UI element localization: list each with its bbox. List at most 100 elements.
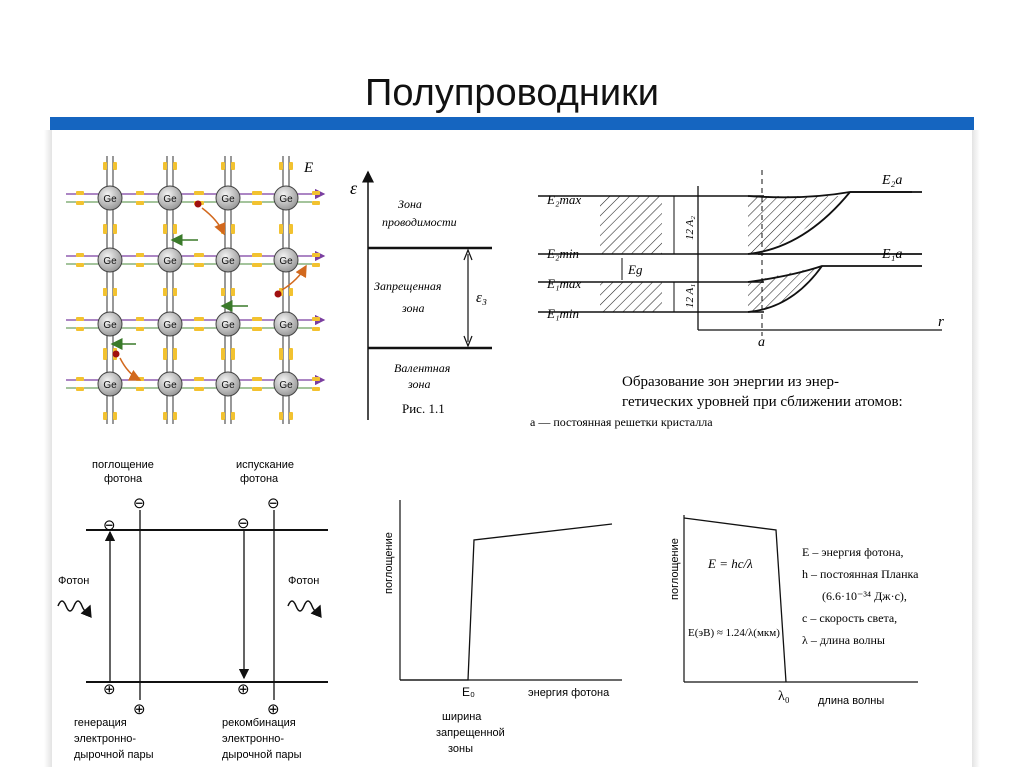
valence-electron <box>76 327 84 331</box>
valence-electron <box>312 191 320 195</box>
valence-electron <box>76 263 84 267</box>
valence-electron <box>136 327 144 331</box>
valence-electron <box>173 412 177 420</box>
valence-electron <box>252 263 260 267</box>
levels-caption-1: Образование зон энергии из энер- <box>622 374 839 390</box>
valence-electron <box>103 412 107 420</box>
ge-atom-label: Ge <box>163 320 177 331</box>
ge-atom <box>273 247 299 273</box>
ge-atom-label: Ge <box>221 194 235 205</box>
plot2-curve <box>683 517 787 683</box>
ge-atom <box>97 371 123 397</box>
energy-axis-label: ε <box>350 178 358 198</box>
photon-right-wave-icon <box>287 600 322 618</box>
ge-atom-label: Ge <box>163 380 177 391</box>
photon-right-label: Фотон <box>288 575 319 587</box>
hole-1: ⊕ <box>103 681 116 698</box>
valence-electron <box>136 317 144 321</box>
label-width-lower: 12 A₁ <box>684 284 696 308</box>
ge-atom <box>97 185 123 211</box>
generation-label-3: дырочной пары <box>74 749 154 761</box>
ge-atom-label: Ge <box>103 380 117 391</box>
ge-atom-label: Ge <box>279 256 293 267</box>
electron-drift-arrow <box>119 357 142 381</box>
electron-drift-arrow <box>281 264 307 291</box>
plot2-tick-lambda0: λ₀ <box>778 689 790 704</box>
ge-atom-label: Ge <box>103 194 117 205</box>
formula-electronvolt: E(эВ) ≈ 1.24/λ(мкм) <box>688 627 780 639</box>
valence-electron <box>312 387 320 391</box>
valence-electron <box>231 224 235 232</box>
valence-electron <box>173 224 177 232</box>
ge-atom <box>97 311 123 337</box>
valence-electron <box>289 288 293 296</box>
valence-electron <box>221 162 225 170</box>
valence-electron <box>136 201 144 205</box>
valence-electron <box>194 327 202 331</box>
valence-electron <box>231 288 235 296</box>
plot1-note-2: запрещенной <box>436 727 505 739</box>
levels-caption-2: гетических уровней при сближении атомов: <box>622 394 903 410</box>
valence-electron <box>289 162 293 170</box>
ge-atom <box>215 311 241 337</box>
ge-atom <box>273 185 299 211</box>
valence-electron <box>76 253 84 257</box>
transitions-diagram: поглощение фотона испускание фотона ⊖ ⊖ … <box>57 459 328 761</box>
hole-2: ⊕ <box>133 701 146 718</box>
valence-electron <box>231 162 235 170</box>
valence-electron <box>103 348 107 356</box>
label-e1max: E₁max <box>546 276 581 291</box>
valence-electron <box>289 348 293 356</box>
figure-caption: Рис. 1.1 <box>402 401 445 416</box>
plot2-x-label: длина волны <box>818 695 884 707</box>
valence-electron <box>163 288 167 296</box>
electron-3: ⊖ <box>237 515 250 532</box>
ge-atom <box>273 371 299 397</box>
electron-2: ⊖ <box>133 495 146 512</box>
valence-electron <box>252 201 260 205</box>
plot1-x-label: энергия фотона <box>528 687 610 699</box>
ge-atom-label: Ge <box>163 194 177 205</box>
label-width-upper: 12 A₂ <box>684 216 696 240</box>
ge-atom <box>273 311 299 337</box>
valence-electron <box>194 387 202 391</box>
ge-atom-label: Ge <box>221 380 235 391</box>
valence-electron <box>252 191 260 195</box>
ge-atom-label: Ge <box>279 194 293 205</box>
valence-electron <box>312 201 320 205</box>
ge-atom <box>157 311 183 337</box>
legend-h: h – постоянная Планка <box>802 567 919 581</box>
forbidden-label-1: Запрещенная <box>374 279 442 293</box>
valence-electron <box>76 317 84 321</box>
lower-band-hatch <box>600 282 662 312</box>
plot1-note-1: ширина <box>442 711 482 723</box>
label-e1min: E₁min <box>546 306 579 321</box>
ge-atom-label: Ge <box>103 256 117 267</box>
plot1-tick-e0: E₀ <box>462 685 475 699</box>
frame-shadow-right <box>972 130 980 767</box>
gap-label: ε₃ <box>476 290 487 306</box>
valence-electron <box>103 224 107 232</box>
valence-electron <box>136 263 144 267</box>
lower-band-fan <box>748 266 822 312</box>
valence-electron <box>194 253 202 257</box>
ge-atom <box>97 247 123 273</box>
valence-electron <box>136 253 144 257</box>
valence-electron <box>279 162 283 170</box>
valence-electron <box>252 253 260 257</box>
ge-atom <box>157 371 183 397</box>
valence-electron <box>76 191 84 195</box>
generation-label-1: генерация <box>74 717 127 729</box>
legend-lambda: λ – длина волны <box>802 633 885 647</box>
hole-4: ⊕ <box>267 701 280 718</box>
valence-electron <box>163 224 167 232</box>
valence-electron <box>279 224 283 232</box>
valence-electron <box>103 288 107 296</box>
plot1-note-3: зоны <box>448 743 473 755</box>
valence-electron <box>173 288 177 296</box>
valence-electron <box>279 348 283 356</box>
valence-label-2: зона <box>407 377 430 391</box>
ge-atom <box>215 185 241 211</box>
